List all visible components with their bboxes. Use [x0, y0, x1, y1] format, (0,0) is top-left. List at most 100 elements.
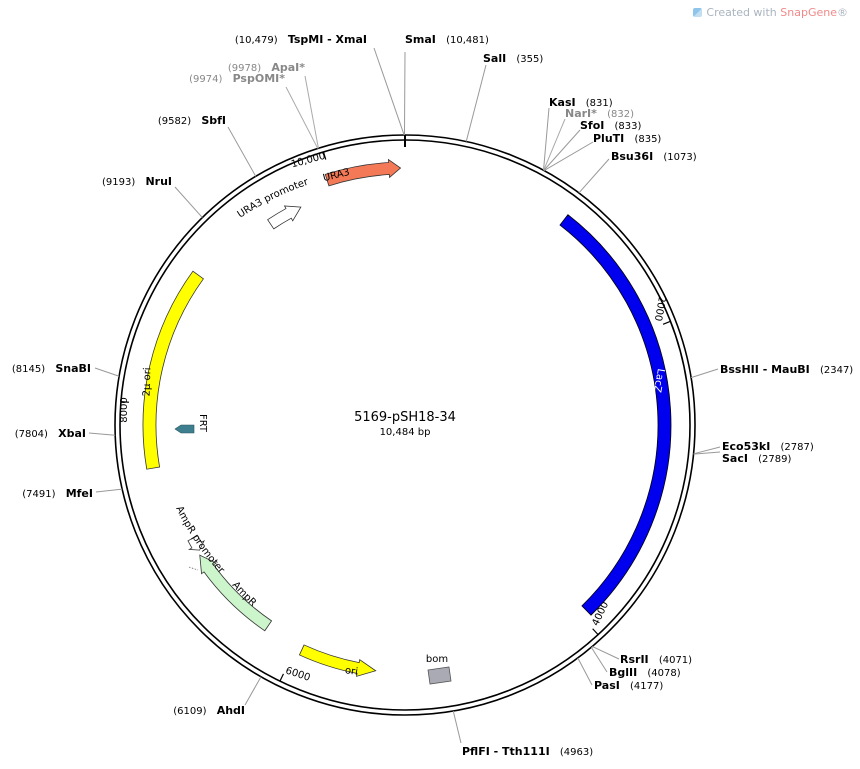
site-position: (1073) — [663, 152, 696, 163]
site-leader-line — [244, 676, 262, 706]
site-tspmi-xmai[interactable]: (10,479) TspMI - XmaI — [235, 28, 405, 136]
site-name: SnaBI — [55, 362, 91, 375]
site-position: (9974) — [189, 74, 222, 85]
site-sfoi[interactable]: SfoI (833) — [543, 114, 642, 171]
site-leader-line — [95, 488, 123, 493]
site-name: Eco53kI — [722, 440, 770, 453]
feature-lacz[interactable] — [559, 214, 672, 616]
site-kasi[interactable]: KasI (831) — [543, 91, 613, 171]
snapgene-logo-icon — [693, 8, 703, 17]
site-apai[interactable]: (9978) ApaI* — [228, 56, 319, 149]
site-eco53ki[interactable]: Eco53kI (2787) — [693, 435, 814, 455]
snapgene-watermark: Created with SnapGene® — [693, 6, 848, 19]
site-leader-line — [373, 47, 405, 136]
site-name: XbaI — [58, 427, 86, 440]
site-position: (833) — [615, 121, 642, 132]
site-leader-line — [94, 367, 120, 377]
site-snabi[interactable]: (8145) SnaBI — [12, 357, 120, 377]
site-name: SfoI — [580, 119, 604, 132]
site-label: (9978) ApaI* — [228, 56, 305, 75]
feature-bom[interactable] — [427, 666, 452, 685]
plasmid-name: 5169-pSH18-34 — [354, 410, 456, 425]
site-rsrii[interactable]: RsrII (4071) — [592, 646, 692, 667]
site-sali[interactable]: SalI (355) — [465, 47, 543, 142]
site-label: (9193) NruI — [102, 170, 172, 189]
svg-text:URA3 promoter: URA3 promoter — [236, 176, 311, 220]
site-name: KasI — [549, 96, 576, 109]
site-label: NarI* (832) — [565, 102, 634, 121]
feature-ori[interactable] — [298, 644, 377, 677]
site-leader-line — [543, 118, 566, 171]
site-saci[interactable]: SacI (2789) — [693, 447, 792, 466]
site-label: KasI (831) — [549, 91, 613, 110]
site-smai[interactable]: SmaI (10,481) — [403, 28, 489, 136]
feature-ura3-promoter-label: URA3 promoter — [236, 176, 311, 220]
site-name: SbfI — [201, 114, 226, 127]
site-bsshii-maubi[interactable]: BssHII - MauBI (2347) — [690, 358, 853, 379]
site-leader-line — [543, 107, 550, 171]
feature-lacz-label: LacZ — [651, 368, 666, 394]
site-leader-line — [590, 646, 608, 673]
feature-ura3-promoter[interactable] — [267, 205, 302, 230]
site-position: (4963) — [560, 747, 593, 758]
site-label: PluTI (835) — [593, 127, 661, 146]
ruler-tick-label: 10,000 — [290, 151, 327, 171]
feature-frt[interactable] — [174, 424, 195, 434]
site-position: (831) — [586, 98, 613, 109]
site-position: (9978) — [228, 63, 261, 74]
feature-ampr-junction — [188, 566, 199, 571]
site-position: (4071) — [659, 655, 692, 666]
watermark-suffix: ® — [837, 6, 848, 19]
site-leader-line — [304, 75, 319, 149]
site-position: (10,481) — [446, 35, 489, 46]
site-name: BglII — [609, 666, 637, 679]
site-xbai[interactable]: (7804) XbaI — [15, 422, 116, 441]
site-label: SmaI (10,481) — [405, 28, 489, 47]
site-pasi[interactable]: PasI (4177) — [577, 657, 664, 693]
site-sbfi[interactable]: (9582) SbfI — [158, 109, 257, 177]
site-name: PasI — [594, 679, 620, 692]
ruler-tick — [120, 401, 129, 403]
feature-ampr[interactable] — [199, 554, 273, 632]
site-position: (6109) — [173, 706, 206, 717]
site-bsu36i[interactable]: Bsu36I (1073) — [578, 145, 697, 194]
site-name: AhdI — [217, 704, 245, 717]
site-nrui[interactable]: (9193) NruI — [102, 170, 203, 218]
ruler-tick — [322, 151, 327, 160]
watermark-prefix: Created with — [706, 6, 781, 19]
site-position: (9193) — [102, 177, 135, 188]
site-position: (7491) — [22, 489, 55, 500]
site-leader-line — [88, 432, 116, 436]
site-name: ApaI* — [271, 61, 305, 74]
site-pflfi-tth111i[interactable]: PflFI - Tth111I (4963) — [452, 710, 593, 759]
site-pspomi[interactable]: (9974) PspOMI* — [189, 67, 319, 149]
feature-ura3[interactable] — [324, 158, 402, 187]
feature-ori-label: ori — [344, 665, 358, 678]
feature-2mu-ori[interactable] — [142, 270, 204, 470]
site-position: (4078) — [647, 668, 680, 679]
ruler-tick — [662, 320, 671, 325]
site-name: MfeI — [66, 487, 93, 500]
site-ahdi[interactable]: (6109) AhdI — [173, 676, 262, 718]
site-leader-line — [285, 86, 319, 149]
site-leader-line — [693, 446, 721, 455]
site-label: (7491) MfeI — [22, 482, 93, 501]
site-leader-line — [543, 141, 594, 171]
site-position: (2787) — [780, 442, 813, 453]
site-pluti[interactable]: PluTI (835) — [543, 127, 661, 171]
site-leader-line — [543, 129, 581, 171]
site-name: SmaI — [405, 33, 436, 46]
site-leader-line — [403, 51, 406, 136]
site-mfei[interactable]: (7491) MfeI — [22, 482, 123, 501]
site-nari[interactable]: NarI* (832) — [543, 102, 634, 171]
site-bglii[interactable]: BglII (4078) — [590, 646, 681, 680]
site-name: PflFI - Tth111I — [462, 745, 550, 758]
feature-ampr-promoter[interactable] — [187, 535, 205, 551]
site-label: BssHII - MauBI (2347) — [720, 358, 853, 377]
site-position: (8145) — [12, 364, 45, 375]
site-name: PspOMI* — [233, 72, 286, 85]
feature-bom-label: bom — [426, 654, 448, 665]
ruler-tick — [279, 673, 284, 682]
site-leader-line — [578, 158, 610, 194]
